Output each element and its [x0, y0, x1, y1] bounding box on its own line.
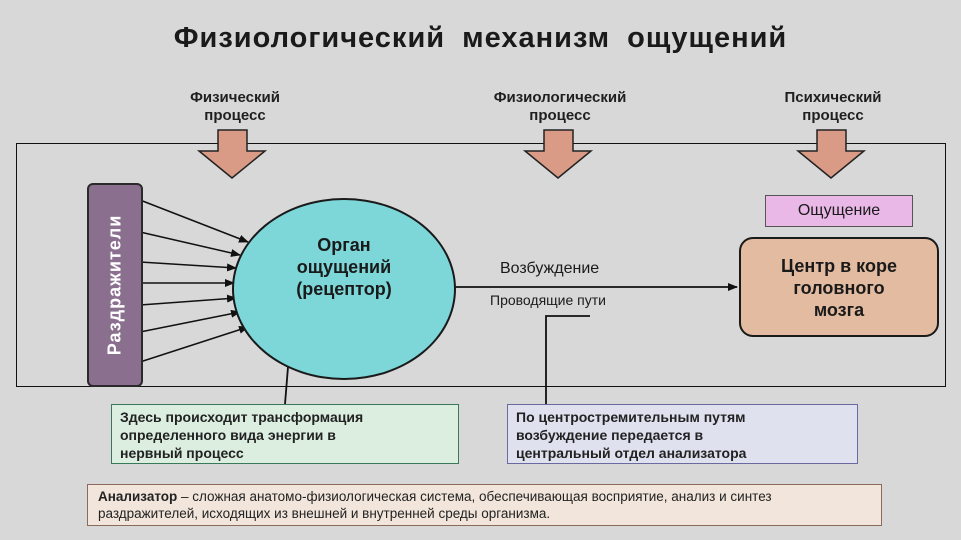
- down-arrow-physiological: [522, 129, 594, 179]
- stimuli-bar: Раздражители: [87, 183, 143, 387]
- down-arrow-physical: [196, 129, 268, 179]
- brain-center-box: [739, 237, 939, 337]
- definition-text: – сложная анатомо-физиологическая систем…: [98, 489, 772, 521]
- pathway-callout-line: [545, 315, 590, 404]
- sense-organ-circle: [232, 198, 456, 380]
- receptor-note-line3: нервный процесс: [120, 445, 244, 461]
- pathways-note-line2: возбуждение передается в: [516, 427, 704, 443]
- organ-line3: (рецептор): [296, 279, 392, 299]
- receptor-note-line2: определенного вида энергии в: [120, 427, 336, 443]
- stimuli-label: Раздражители: [104, 214, 125, 356]
- process-physical-line1: Физический: [190, 89, 280, 106]
- process-frame: [16, 143, 946, 387]
- brain-center-label: Центр в коре головного мозга: [739, 255, 939, 321]
- process-physiological-label: Физиологический процесс: [450, 89, 670, 125]
- process-psychic-label: Психический процесс: [723, 89, 943, 125]
- process-physiological-line1: Физиологический: [493, 89, 627, 106]
- stimulus-arrows: [139, 199, 249, 363]
- receptor-note: Здесь происходит трансформация определен…: [111, 404, 459, 464]
- brain-center-line3: мозга: [813, 300, 865, 320]
- process-psychic-line1: Психический: [784, 89, 882, 106]
- page-title: Физиологический механизм ощущений: [173, 22, 788, 54]
- brain-center-line2: головного: [793, 278, 885, 298]
- down-arrow-psychic: [795, 129, 867, 179]
- pathways-label: Проводящие пути: [490, 292, 606, 308]
- process-psychic-line2: процесс: [802, 107, 864, 124]
- excitation-label: Возбуждение: [500, 260, 600, 277]
- process-physical-line2: процесс: [204, 107, 266, 124]
- organ-line2: ощущений: [296, 257, 392, 277]
- process-physiological-line2: процесс: [529, 107, 591, 124]
- definition-term: Анализатор: [98, 489, 178, 504]
- process-physical-label: Физический процесс: [125, 89, 345, 125]
- brain-center-line1: Центр в коре: [781, 256, 897, 276]
- pathways-note-line1: По центростремительным путям: [516, 409, 746, 425]
- analyzer-definition: Анализатор – сложная анатомо-физиологиче…: [87, 484, 882, 526]
- pathways-note: По центростремительным путям возбуждение…: [507, 404, 858, 464]
- pathways-note-line3: центральный отдел анализатора: [516, 445, 747, 461]
- sensation-box: Ощущение: [765, 195, 913, 227]
- receptor-note-line1: Здесь происходит трансформация: [120, 409, 364, 425]
- organ-line1: Орган: [317, 235, 371, 255]
- sense-organ-label: Орган ощущений (рецептор): [232, 234, 456, 300]
